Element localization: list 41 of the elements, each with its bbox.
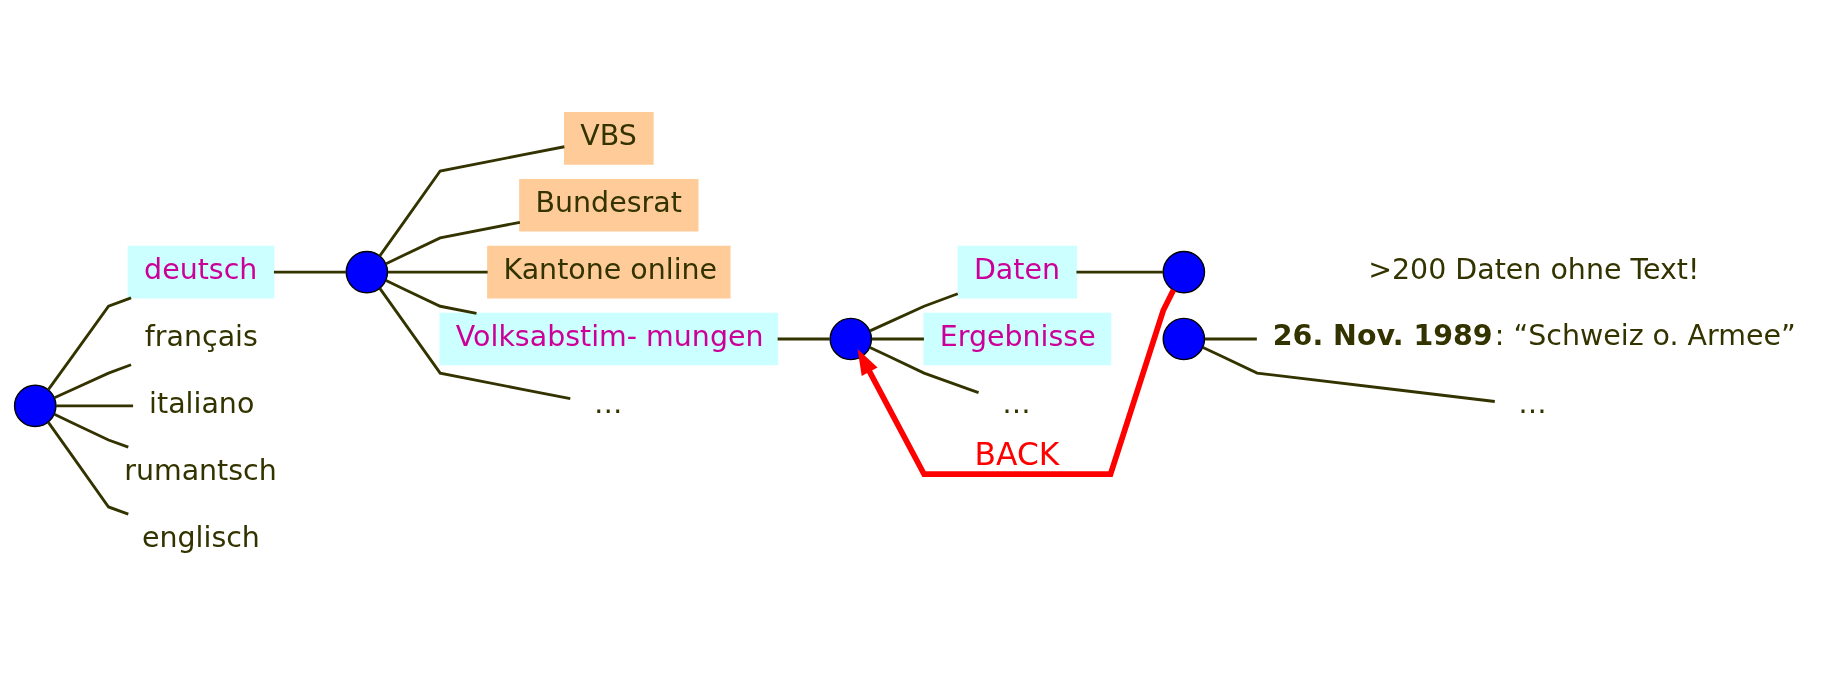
label: >200 Daten ohne Text! xyxy=(1368,253,1700,287)
connector xyxy=(387,270,488,274)
connector xyxy=(1076,270,1163,274)
connector xyxy=(378,287,571,401)
connector xyxy=(47,421,129,516)
node-text: italiano xyxy=(149,387,255,421)
node-circle xyxy=(1162,250,1206,294)
node-text: rumantsch xyxy=(124,453,277,487)
node-box: Daten xyxy=(957,245,1078,299)
node-text: … xyxy=(1518,387,1547,421)
node-text: français xyxy=(144,320,258,354)
node-box: Ergebnisse xyxy=(923,312,1112,366)
arrow xyxy=(857,288,1177,478)
node-box: Bundesrat xyxy=(519,178,699,232)
connector xyxy=(53,413,129,449)
connector xyxy=(871,337,924,341)
connector xyxy=(56,404,134,408)
node-box: Volksabstim- mungen xyxy=(439,312,779,366)
connector xyxy=(385,220,521,265)
connector xyxy=(273,270,346,274)
node-text: … xyxy=(1002,387,1031,421)
node-text: 26. Nov. 1989: “Schweiz o. Armee” xyxy=(1272,318,1796,352)
node-circle xyxy=(13,384,57,428)
connector xyxy=(53,363,132,400)
node-box: deutsch xyxy=(127,245,275,299)
connector xyxy=(869,346,980,394)
node-box: Kantone online xyxy=(487,245,731,299)
connector xyxy=(777,337,830,341)
connector xyxy=(378,145,565,257)
edge-label: BACK xyxy=(974,436,1060,473)
node-text: … xyxy=(593,387,623,421)
connector xyxy=(47,296,132,391)
node-circle xyxy=(1162,317,1206,361)
node-text: englisch xyxy=(141,520,260,554)
connector xyxy=(1204,337,1257,341)
connector xyxy=(1202,346,1495,403)
node-circle xyxy=(345,250,389,294)
connector xyxy=(385,279,477,315)
node-box: VBS xyxy=(564,112,654,165)
connector xyxy=(869,292,959,333)
node-circle xyxy=(829,317,873,361)
